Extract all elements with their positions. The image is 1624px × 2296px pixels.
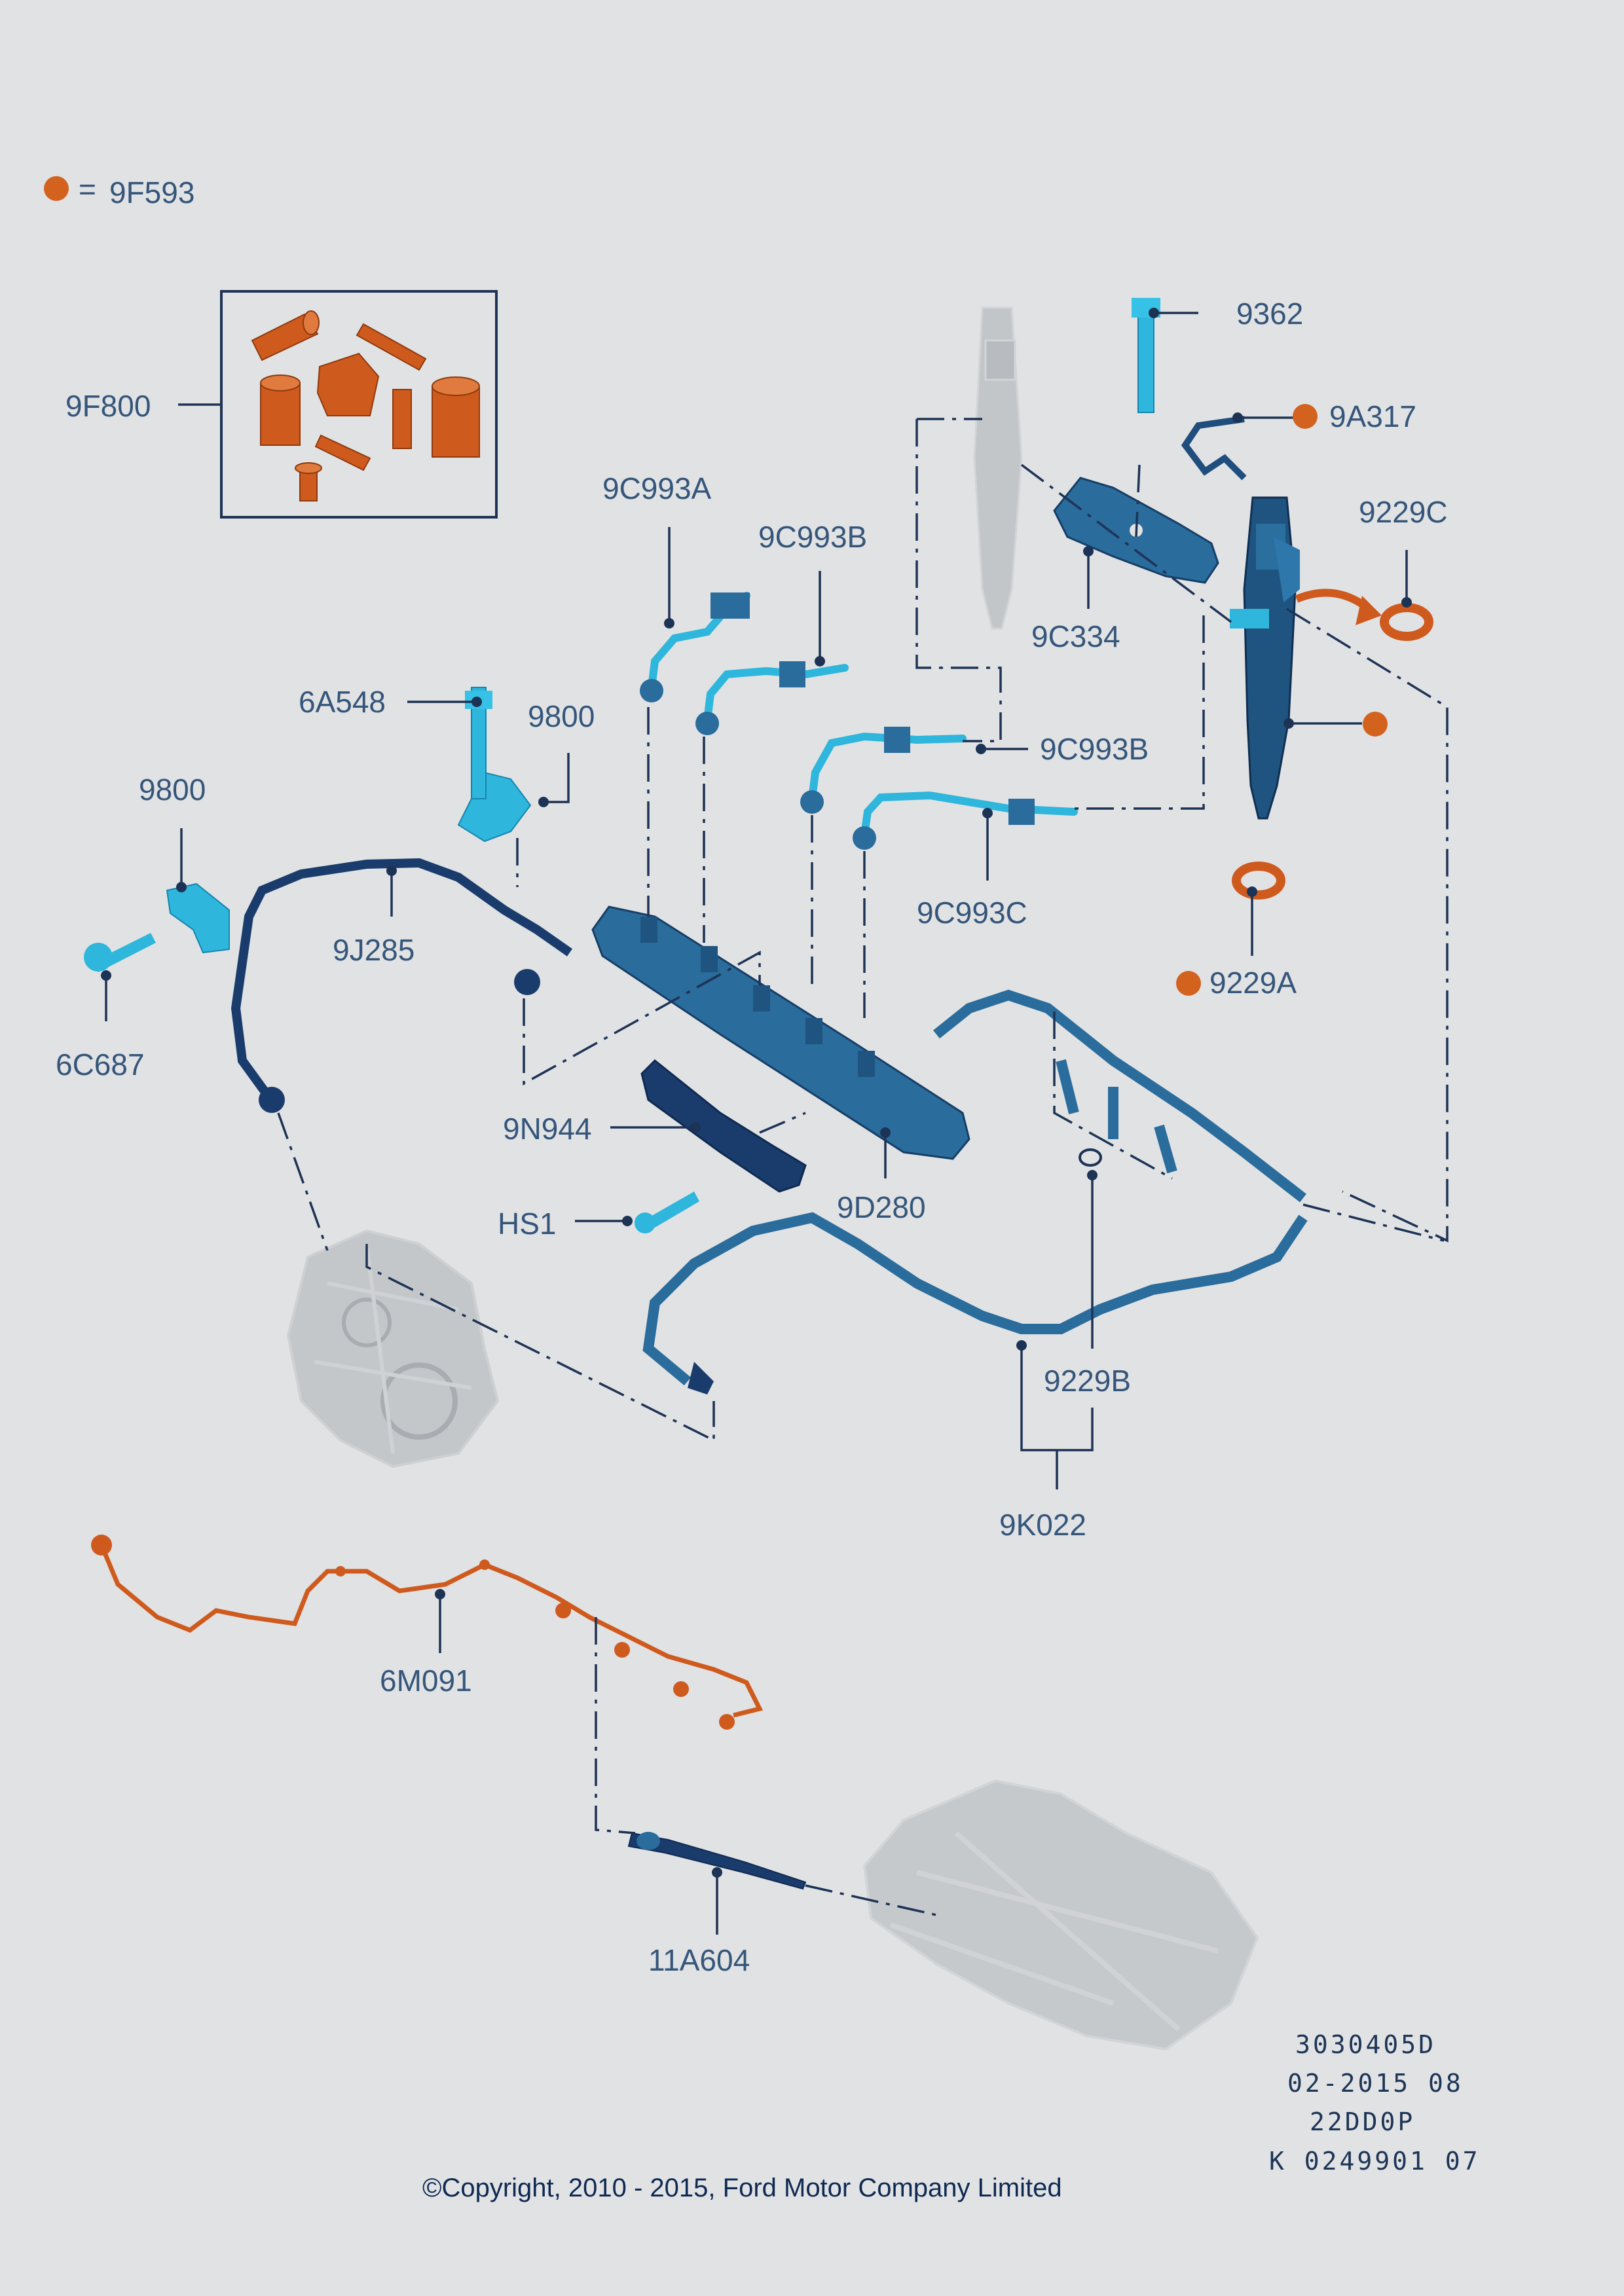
- bolt-hs1: [635, 1192, 699, 1233]
- bracket-9n944: [640, 1059, 807, 1193]
- label-9c993a: 9C993A: [602, 471, 712, 505]
- legend-part-label: 9F593: [109, 175, 194, 210]
- label-9d280: 9D280: [837, 1190, 926, 1224]
- callout-9c993c: 9C993C: [917, 808, 1027, 930]
- bracket-9800-upper: [457, 687, 532, 843]
- label-9229b: 9229B: [1044, 1364, 1131, 1398]
- label-9c993b-mid: 9C993B: [1040, 732, 1149, 766]
- callout-11a604: 11A604: [648, 1867, 750, 1977]
- label-hs1: HS1: [498, 1207, 556, 1241]
- label-9f800: 9F800: [65, 389, 151, 423]
- label-9c993b-top: 9C993B: [758, 520, 867, 554]
- label-11a604: 11A604: [648, 1943, 750, 1977]
- fuel-return-lines-9k022: [642, 989, 1308, 1386]
- washer-9229a: [1232, 862, 1285, 900]
- label-9n944: 9N944: [503, 1112, 592, 1146]
- callout-6c687: 6C687: [56, 970, 145, 1082]
- alignment-lines: [277, 418, 1449, 1916]
- engine-ghost-upper: [286, 1229, 500, 1468]
- legend-marker-dot: [44, 176, 69, 201]
- callout-9362: 9362: [1149, 297, 1303, 331]
- doc-code-1: 3030405D: [1295, 2030, 1436, 2059]
- callout-9800-left: 9800: [139, 773, 206, 892]
- legend-equals: =: [79, 172, 96, 206]
- glowplug-11a604: [627, 1832, 807, 1890]
- callout-9c334: 9C334: [1031, 546, 1120, 653]
- fuel-rail-9d280: [591, 905, 970, 1160]
- callout-9c993a: 9C993A: [602, 471, 712, 629]
- kit-9f800-box: 9F800: [65, 290, 498, 519]
- callout-injector-9f593: [1283, 712, 1388, 737]
- label-9j285: 9J285: [333, 933, 415, 967]
- callout-9k022: 9K022: [999, 1340, 1094, 1542]
- label-9229a: 9229A: [1209, 966, 1297, 1000]
- callout-9d280: 9D280: [837, 1127, 926, 1224]
- callout-9229b: 9229B: [1044, 1170, 1131, 1398]
- washer-arrow: [1295, 589, 1371, 612]
- callout-9c993b-top: 9C993B: [758, 520, 867, 666]
- callout-6m091: 6M091: [380, 1589, 472, 1698]
- fuel-injector: [1230, 496, 1300, 820]
- label-9c334: 9C334: [1031, 619, 1120, 653]
- callout-9j285: 9J285: [333, 866, 415, 967]
- label-6c687: 6C687: [56, 1048, 145, 1082]
- washer-9229c: [1380, 603, 1433, 641]
- injector-ghost: [973, 306, 1023, 630]
- doc-code-4: K 0249901 07: [1269, 2147, 1481, 2176]
- doc-code-3: 22DD0P: [1310, 2107, 1415, 2136]
- callout-9800-upper: 9800: [528, 699, 595, 807]
- copyright-notice: ©Copyright, 2010 - 2015, Ford Motor Comp…: [422, 2174, 1062, 2202]
- legend: = 9F593: [44, 172, 194, 210]
- fuel-line-9j285: [231, 858, 573, 1100]
- callout-9n944: 9N944: [503, 1112, 701, 1146]
- callout-9c993b-mid: 9C993B: [976, 732, 1149, 766]
- label-6a548: 6A548: [299, 685, 386, 719]
- label-6m091: 6M091: [380, 1664, 472, 1698]
- callout-9a317: 9A317: [1232, 399, 1416, 433]
- bracket-9800-left: [84, 883, 230, 972]
- label-9800-left: 9800: [139, 773, 206, 807]
- callout-hs1: HS1: [498, 1207, 633, 1241]
- label-9a317: 9A317: [1329, 399, 1416, 433]
- label-9800-upper: 9800: [528, 699, 595, 733]
- label-9229c: 9229C: [1359, 495, 1448, 529]
- doc-code-2: 02-2015 08: [1287, 2069, 1464, 2098]
- callout-6a548: 6A548: [299, 685, 482, 719]
- label-9k022: 9K022: [999, 1508, 1086, 1542]
- engine-ghost-lower: [862, 1779, 1259, 2051]
- glowplug-harness-6m091: [91, 1535, 764, 1730]
- callout-9229a: 9229A: [1176, 886, 1297, 1000]
- leakoff-pipe-9a317: [1181, 416, 1247, 481]
- fuel-pipes: [640, 592, 1078, 850]
- label-9c993c: 9C993C: [917, 896, 1027, 930]
- callout-9229c: 9229C: [1359, 495, 1448, 608]
- label-9362: 9362: [1236, 297, 1303, 331]
- document-codes: 3030405D 02-2015 08 22DD0P K 0249901 07: [1269, 2030, 1481, 2176]
